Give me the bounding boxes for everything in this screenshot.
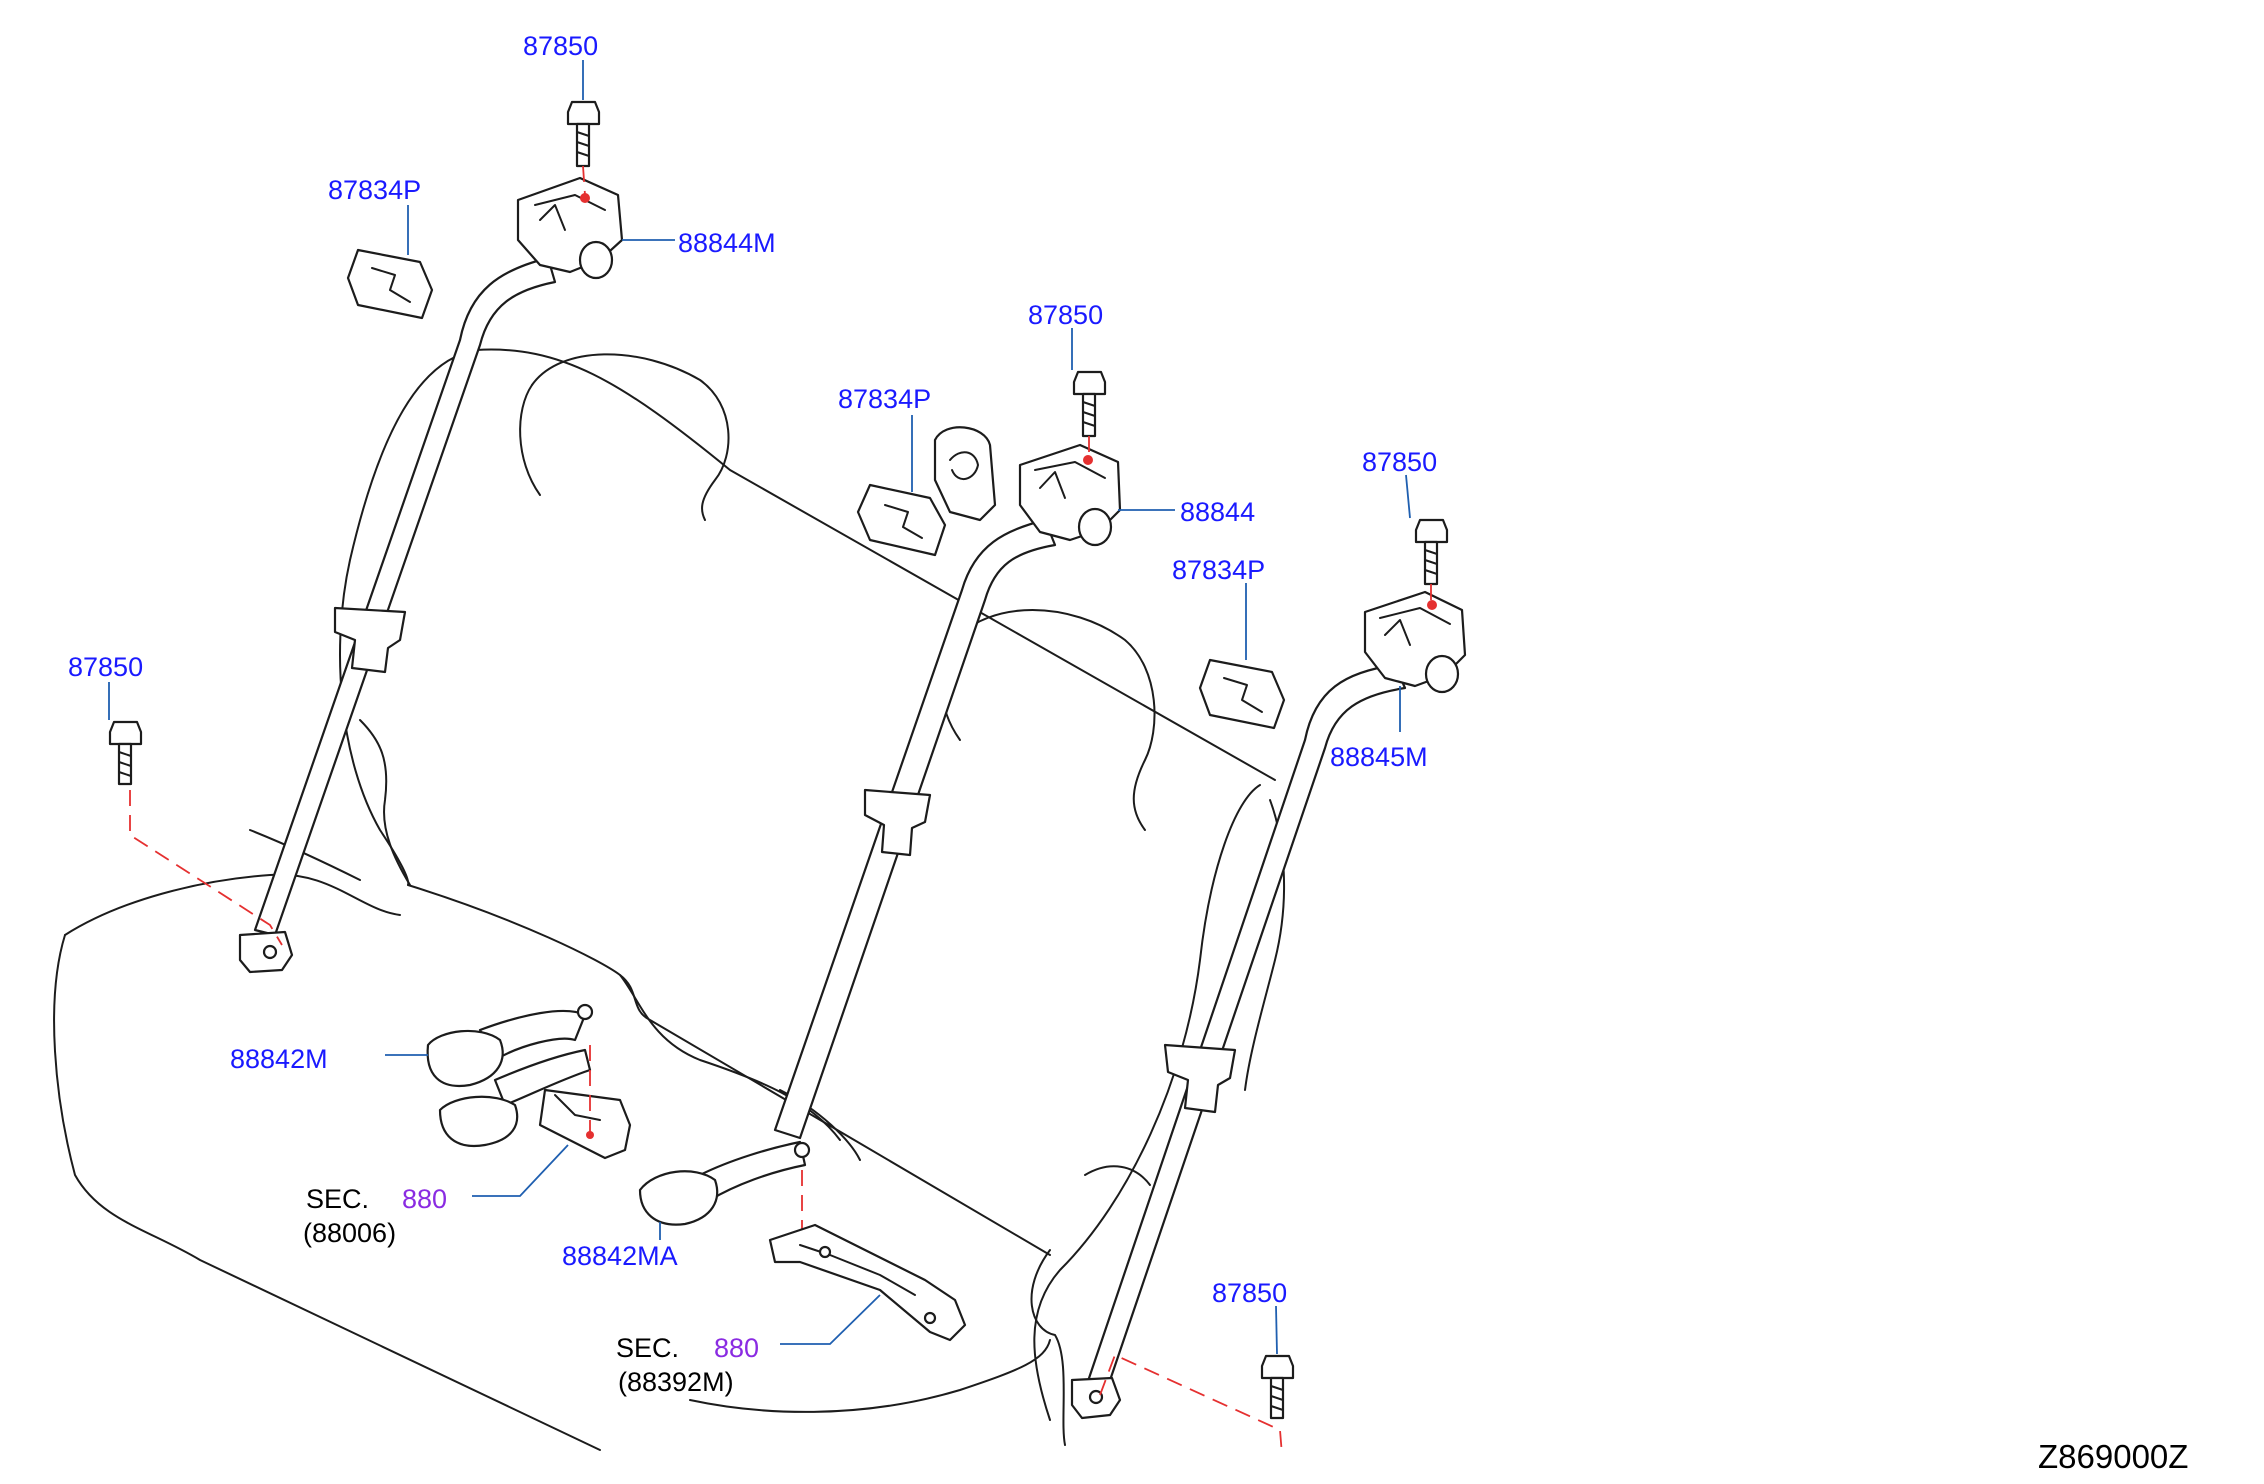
label-bolt-top-left: 87850 bbox=[523, 31, 598, 61]
bolt-left-floor bbox=[108, 720, 143, 786]
left-buckle-assembly bbox=[426, 1003, 632, 1160]
center-buckle-assembly bbox=[638, 1140, 967, 1342]
bolt-top-left bbox=[566, 100, 601, 168]
section-ref-2-number[interactable]: 880 bbox=[714, 1333, 759, 1363]
label-plate-right: 87834P bbox=[1172, 555, 1265, 585]
label-retractor-center: 88844 bbox=[1180, 497, 1255, 527]
left-seat-belt-assembly bbox=[108, 100, 624, 974]
section-ref-2-prefix: SEC. bbox=[616, 1333, 679, 1363]
label-bolt-left-floor: 87850 bbox=[68, 652, 143, 682]
label-retractor-right: 88845M bbox=[1330, 742, 1428, 772]
label-plate-center: 87834P bbox=[838, 384, 931, 414]
section-ref-1-prefix: SEC. bbox=[306, 1184, 369, 1214]
right-seat-belt-assembly bbox=[1070, 518, 1467, 1456]
label-buckle-left: 88842M bbox=[230, 1044, 328, 1074]
bolt-top-right bbox=[1414, 518, 1449, 586]
part-labels: 87850 87834P 88844M 87850 87834P 88844 8… bbox=[68, 31, 2188, 1475]
label-retractor-left: 88844M bbox=[678, 228, 776, 258]
label-bolt-top-right: 87850 bbox=[1362, 447, 1437, 477]
section-ref-1-number[interactable]: 880 bbox=[402, 1184, 447, 1214]
section-ref-2-sub: (88392M) bbox=[618, 1367, 734, 1397]
label-bolt-top-center: 87850 bbox=[1028, 300, 1103, 330]
diagram-code: Z869000Z bbox=[2038, 1438, 2188, 1475]
leader-lines bbox=[108, 60, 1411, 1355]
label-plate-top-left: 87834P bbox=[328, 175, 421, 205]
label-bolt-right-floor: 87850 bbox=[1212, 1278, 1287, 1308]
bolt-right-floor bbox=[1260, 1354, 1295, 1420]
section-ref-1-sub: (88006) bbox=[303, 1218, 396, 1248]
center-seat-belt-assembly bbox=[773, 370, 1122, 1140]
bolt-top-center bbox=[1072, 370, 1107, 438]
label-buckle-center: 88842MA bbox=[562, 1241, 678, 1271]
